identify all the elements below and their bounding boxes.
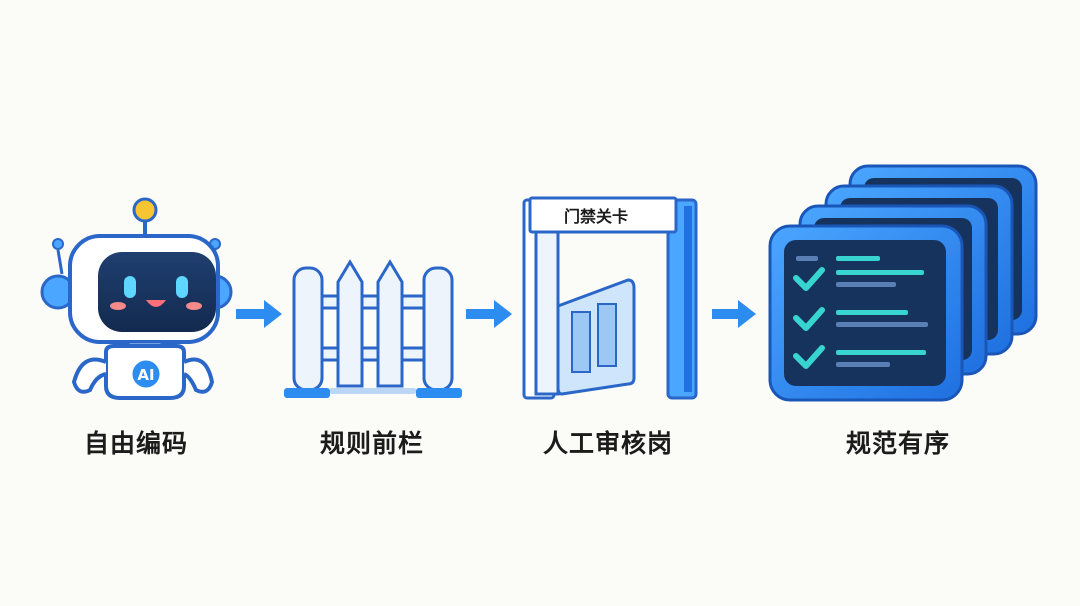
step-label-rule-fence: 规则前栏 <box>319 429 424 458</box>
ai-badge-label: AI <box>137 366 154 384</box>
step-label-manual-review: 人工审核岗 <box>542 429 673 458</box>
arrow-icon <box>712 300 756 328</box>
arrow-icon <box>466 300 512 328</box>
ai-robot-icon <box>40 197 233 400</box>
step-label-free-coding: 自由编码 <box>83 429 188 458</box>
arrow-icon <box>236 300 282 328</box>
gate-icon <box>522 196 698 400</box>
gate-sign-text: 门禁关卡 <box>564 207 628 226</box>
step-label-orderly: 规范有序 <box>845 429 950 458</box>
checklist-stack-icon <box>768 164 1038 402</box>
fence-icon <box>284 259 462 398</box>
